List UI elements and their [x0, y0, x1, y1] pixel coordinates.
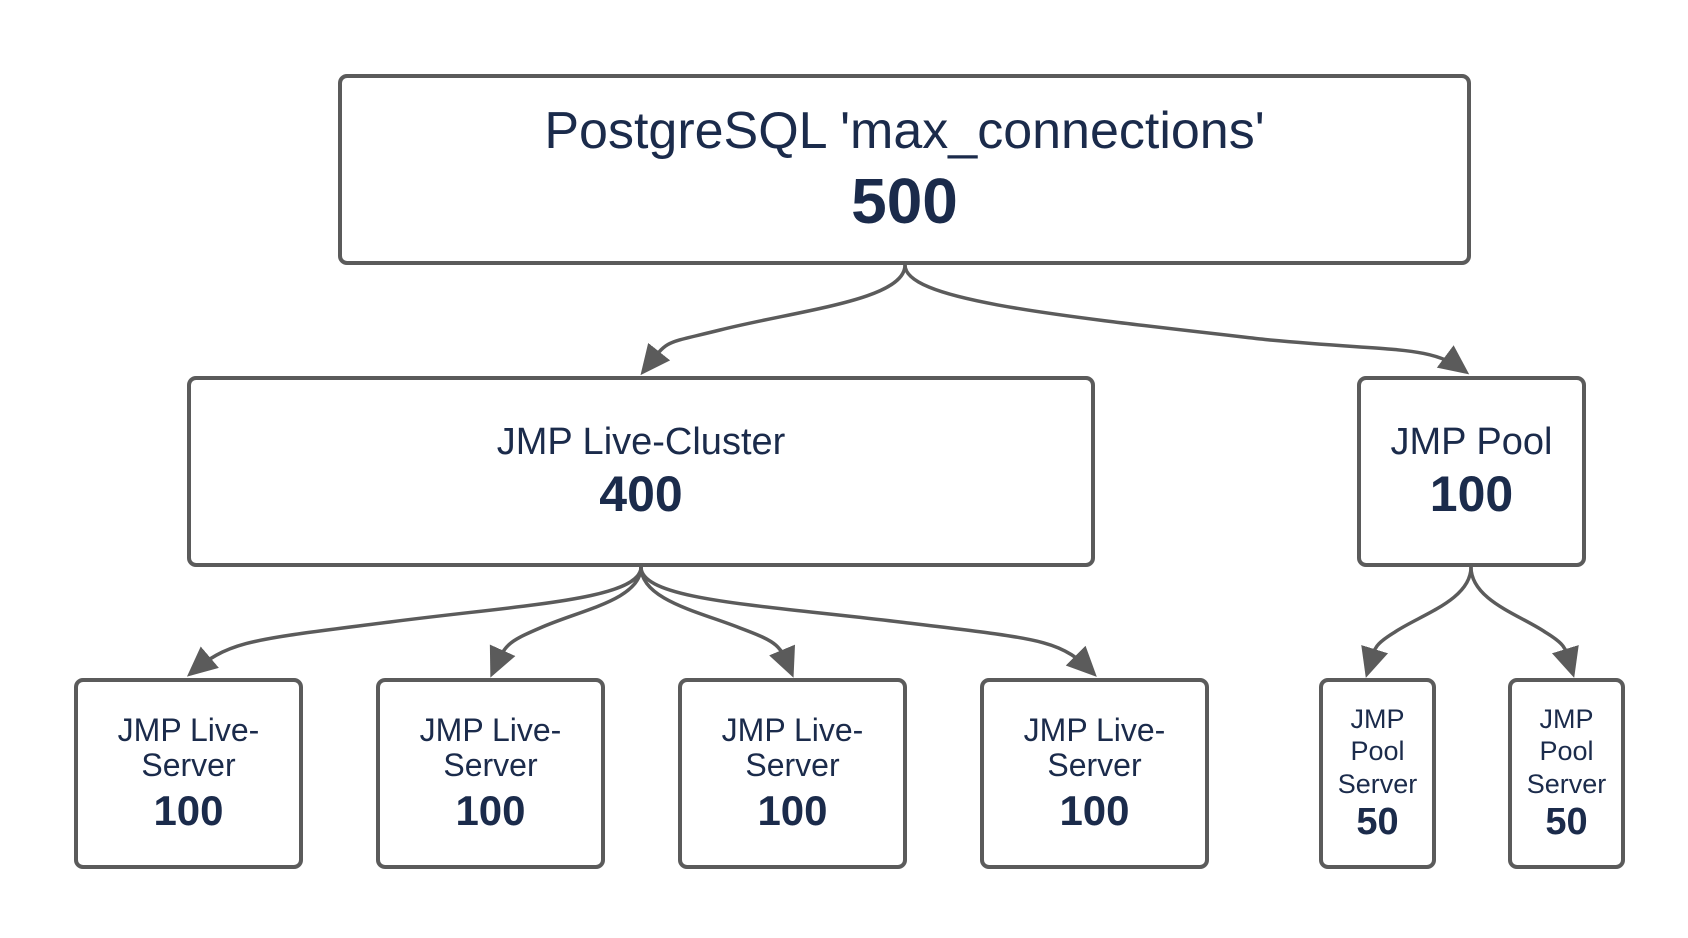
node-label: JMP Pool Server: [1526, 704, 1607, 799]
node-label: JMP Live-Server: [419, 711, 562, 784]
node-label: JMP Live-Cluster: [496, 420, 786, 463]
node-label: PostgreSQL 'max_connections': [544, 102, 1265, 161]
node-value: 50: [1545, 801, 1588, 844]
arrow-cluster-to-server-4: [639, 566, 1097, 677]
node-jmp-live-server: JMP Live-Server 100: [678, 678, 907, 869]
node-label: JMP Pool Server: [1337, 704, 1418, 799]
node-value: 400: [599, 466, 683, 523]
node-label: JMP Live-Server: [117, 711, 260, 784]
node-jmp-pool-server: JMP Pool Server 50: [1508, 678, 1625, 869]
arrow-cluster-to-server-1: [186, 566, 643, 677]
node-value: 100: [153, 787, 224, 835]
node-jmp-live-cluster: JMP Live-Cluster 400: [187, 376, 1095, 567]
node-jmp-live-server: JMP Live-Server 100: [376, 678, 605, 869]
node-value: 100: [455, 787, 526, 835]
node-label: JMP Live-Server: [1023, 711, 1166, 784]
arrow-cluster-to-server-3: [639, 566, 795, 678]
arrow-root-to-pool: [903, 264, 1470, 375]
node-jmp-live-server: JMP Live-Server 100: [980, 678, 1209, 869]
arrow-pool-to-pool-server-2: [1469, 566, 1579, 678]
node-postgresql-max-connections: PostgreSQL 'max_connections' 500: [338, 74, 1471, 265]
node-label: JMP Pool: [1390, 420, 1553, 463]
node-jmp-pool-server: JMP Pool Server 50: [1319, 678, 1436, 869]
node-value: 500: [851, 165, 958, 238]
node-value: 100: [1059, 787, 1130, 835]
arrow-root-to-cluster: [640, 264, 907, 376]
node-value: 50: [1356, 801, 1399, 844]
arrow-cluster-to-server-2: [489, 566, 643, 678]
node-label: JMP Live-Server: [721, 711, 864, 784]
node-jmp-live-server: JMP Live-Server 100: [74, 678, 303, 869]
node-value: 100: [757, 787, 828, 835]
arrow-pool-to-pool-server-1: [1361, 566, 1473, 678]
node-value: 100: [1429, 466, 1514, 523]
node-jmp-pool: JMP Pool 100: [1357, 376, 1586, 567]
